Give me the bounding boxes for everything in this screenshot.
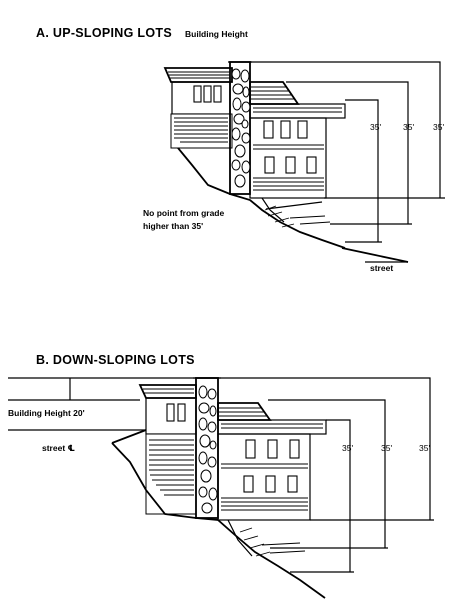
section-a-lower-house xyxy=(249,81,346,199)
section-b-lower-house xyxy=(217,402,327,521)
section-a-note-line-1: No point from grade xyxy=(143,208,224,218)
section-a-dim-label-3: 35' xyxy=(433,122,444,132)
section-a-street-label: street xyxy=(370,263,393,273)
section-b-dim-label-1: 35' xyxy=(342,443,353,453)
section-b-dim-label-3: 35' xyxy=(419,443,430,453)
section-b-dimension-lines xyxy=(8,377,434,573)
section-a-title: A. UP-SLOPING LOTS xyxy=(36,26,172,40)
section-b-street-label: street ℄ xyxy=(42,443,76,453)
section-a-upper-house xyxy=(163,67,233,149)
section-a-dim-label-1: 35' xyxy=(370,122,381,132)
section-b-upper-house xyxy=(138,384,197,515)
section-a-slope xyxy=(177,147,409,263)
section-a-building-height-label: Building Height xyxy=(185,29,248,39)
section-b-building-height-label: Building Height 20' xyxy=(8,408,85,418)
section-a-up-sloping: A. UP-SLOPING LOTS Building Height xyxy=(36,26,445,273)
section-b-slope xyxy=(111,429,326,599)
section-b-dim-label-2: 35' xyxy=(381,443,392,453)
section-a-note-line-2: higher than 35' xyxy=(143,221,203,231)
section-a-dimension-lines xyxy=(250,61,445,243)
section-a-dim-label-2: 35' xyxy=(403,122,414,132)
section-b-title: B. DOWN-SLOPING LOTS xyxy=(36,353,195,367)
section-b-down-sloping: B. DOWN-SLOPING LOTS xyxy=(8,353,434,599)
section-b-chimney xyxy=(193,377,221,519)
